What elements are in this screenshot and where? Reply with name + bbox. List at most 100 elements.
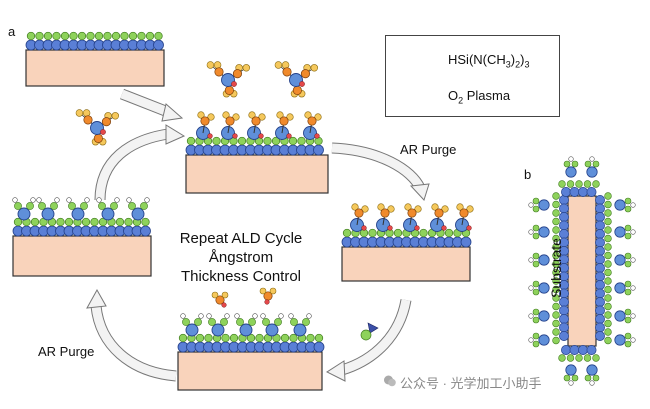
oxygen-atom — [271, 136, 281, 146]
oxygen-atom — [563, 160, 571, 168]
oxygen-atom — [604, 251, 612, 260]
hydrogen-atom — [232, 133, 238, 139]
oxygen-atom — [566, 180, 575, 188]
oxidized-surface-group — [584, 156, 600, 178]
silicon-atom — [538, 334, 550, 346]
hydrogen-atom — [528, 313, 534, 319]
oxygen-atom — [566, 354, 575, 362]
oxygen-atom — [624, 232, 632, 240]
carbon-atom — [213, 61, 222, 69]
adsorbed-precursor — [247, 111, 266, 140]
oxygen-atom — [624, 224, 632, 232]
oxygen-atom — [360, 329, 372, 341]
hydrogen-atom — [630, 285, 636, 291]
nitrogen-atom — [200, 116, 210, 126]
oxygen-atom — [552, 200, 560, 209]
nitrogen-atom — [93, 133, 103, 143]
oxygen-atom — [604, 277, 612, 285]
nitrogen-atom — [459, 208, 469, 218]
substrate-atom — [559, 331, 569, 341]
substrate-atom — [559, 305, 569, 316]
hydrogen-atom — [414, 225, 420, 231]
oxidized-surface-group — [614, 224, 636, 240]
oxygen-atom — [552, 217, 560, 226]
carbon-atom — [441, 205, 449, 213]
silicon-atom — [17, 207, 31, 221]
arrow-head — [86, 288, 107, 309]
carbon-atom — [314, 113, 322, 121]
oxygen-atom — [182, 318, 190, 326]
oxidized-surface-group — [614, 308, 636, 324]
oxygen-atom — [624, 308, 632, 316]
oxidized-surface-group — [66, 197, 90, 221]
oxygen-atom — [111, 31, 121, 41]
substrate-label: Substrate — [548, 238, 564, 298]
oxygen-atom — [212, 136, 221, 146]
silicon-atom — [614, 310, 626, 322]
carbon-atom — [111, 112, 120, 120]
silicon-atom — [538, 310, 550, 322]
oxygen-atom — [604, 328, 612, 336]
substrate-base — [177, 351, 323, 391]
oxygen-atom — [128, 202, 136, 210]
substrate-atom — [586, 187, 597, 197]
hydrogen-atom — [288, 313, 294, 319]
hydrogen-atom — [528, 202, 534, 208]
substrate-atom — [595, 288, 605, 299]
arrow-body — [91, 305, 177, 381]
substrate-block — [177, 333, 325, 391]
carbon-atom — [207, 113, 215, 121]
oxygen-atom — [297, 136, 306, 146]
oxygen-atom — [624, 197, 632, 205]
hydrogen-atom — [180, 313, 186, 319]
carbon-atom — [232, 113, 240, 121]
legend-plasma-label: O2 Plasma — [448, 88, 511, 106]
substrate-atom — [578, 345, 588, 355]
oxidized-surface-group — [528, 252, 550, 268]
substrate-block — [341, 228, 472, 282]
oxygen-atom — [124, 217, 133, 227]
hydrogen-atom — [234, 313, 240, 319]
process-arrow — [325, 298, 412, 382]
oxygen-atom — [624, 280, 632, 288]
center-caption-line-1: Repeat ALD Cycle — [179, 230, 303, 247]
oxidized-surface-group — [288, 313, 312, 337]
oxygen-atom — [558, 180, 566, 188]
oxygen-atom — [552, 268, 560, 277]
oxygen-atom — [624, 340, 632, 348]
substrate-base — [12, 235, 152, 277]
oxygen-atom — [98, 217, 108, 227]
hydrogen-atom — [299, 81, 305, 87]
oxygen-atom — [26, 31, 36, 41]
hydrogen-atom — [66, 197, 72, 203]
hydrogen-atom — [84, 197, 90, 203]
substrate-atom — [595, 195, 605, 205]
carbon-atom — [82, 109, 91, 117]
oxidized-surface-group — [36, 197, 60, 221]
oxidized-surface-group — [563, 364, 579, 386]
oxygen-atom — [624, 252, 632, 260]
carbon-atom — [377, 203, 385, 211]
nitrogen-atom — [251, 116, 261, 126]
adsorbed-precursor — [303, 111, 322, 140]
oxygen-atom — [30, 217, 40, 227]
oxygen-atom — [558, 354, 566, 362]
substrate-atom — [559, 220, 569, 231]
silicon-atom — [185, 323, 199, 337]
nitrogen-atom — [83, 115, 93, 125]
hydrogen-atom — [528, 337, 534, 343]
hydrogen-atom — [207, 133, 213, 139]
carbon-atom — [211, 291, 219, 299]
silicon-atom — [101, 207, 115, 221]
nitrogen-atom — [279, 116, 289, 126]
hydrogen-atom — [466, 225, 472, 231]
substrate-block — [185, 136, 329, 194]
oxidized-surface-group — [614, 197, 636, 213]
center-caption: Repeat ALD Cycle Ångstrom Thickness Cont… — [166, 229, 316, 286]
substrate-atom — [595, 212, 605, 222]
oxygen-atom — [342, 228, 352, 238]
oxygen-atom — [624, 316, 632, 324]
oxygen-atom — [604, 302, 612, 311]
oxygen-atom — [584, 374, 592, 382]
precursor-molecules — [12, 61, 474, 341]
